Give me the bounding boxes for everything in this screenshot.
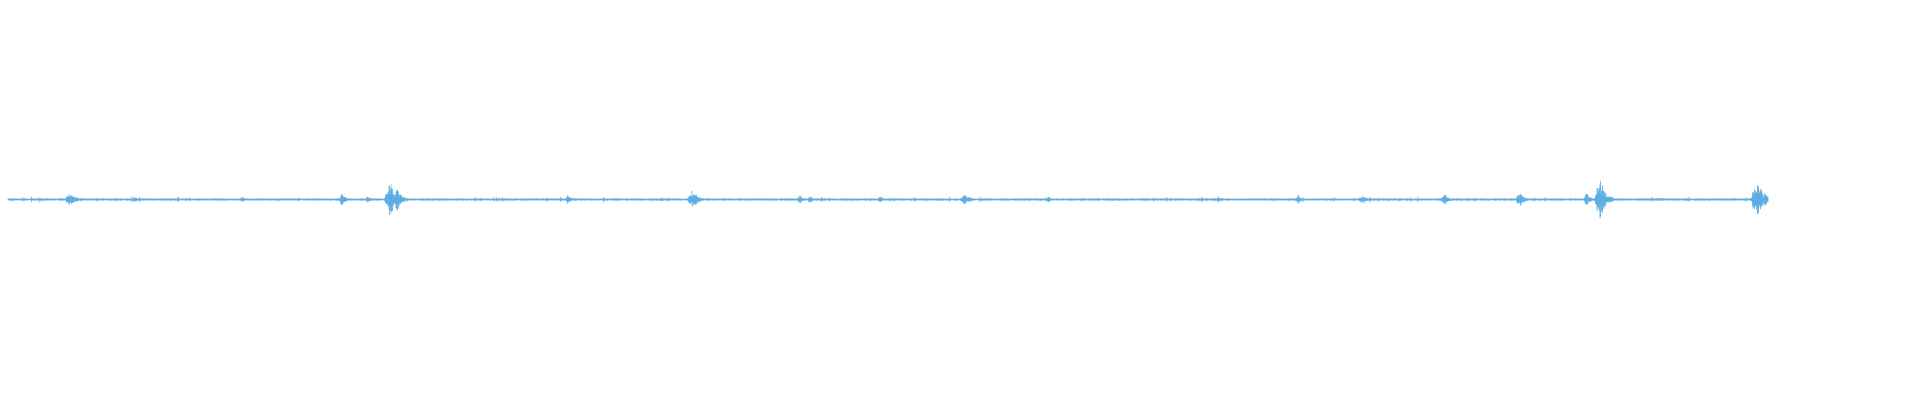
audio-waveform bbox=[7, 180, 1769, 219]
